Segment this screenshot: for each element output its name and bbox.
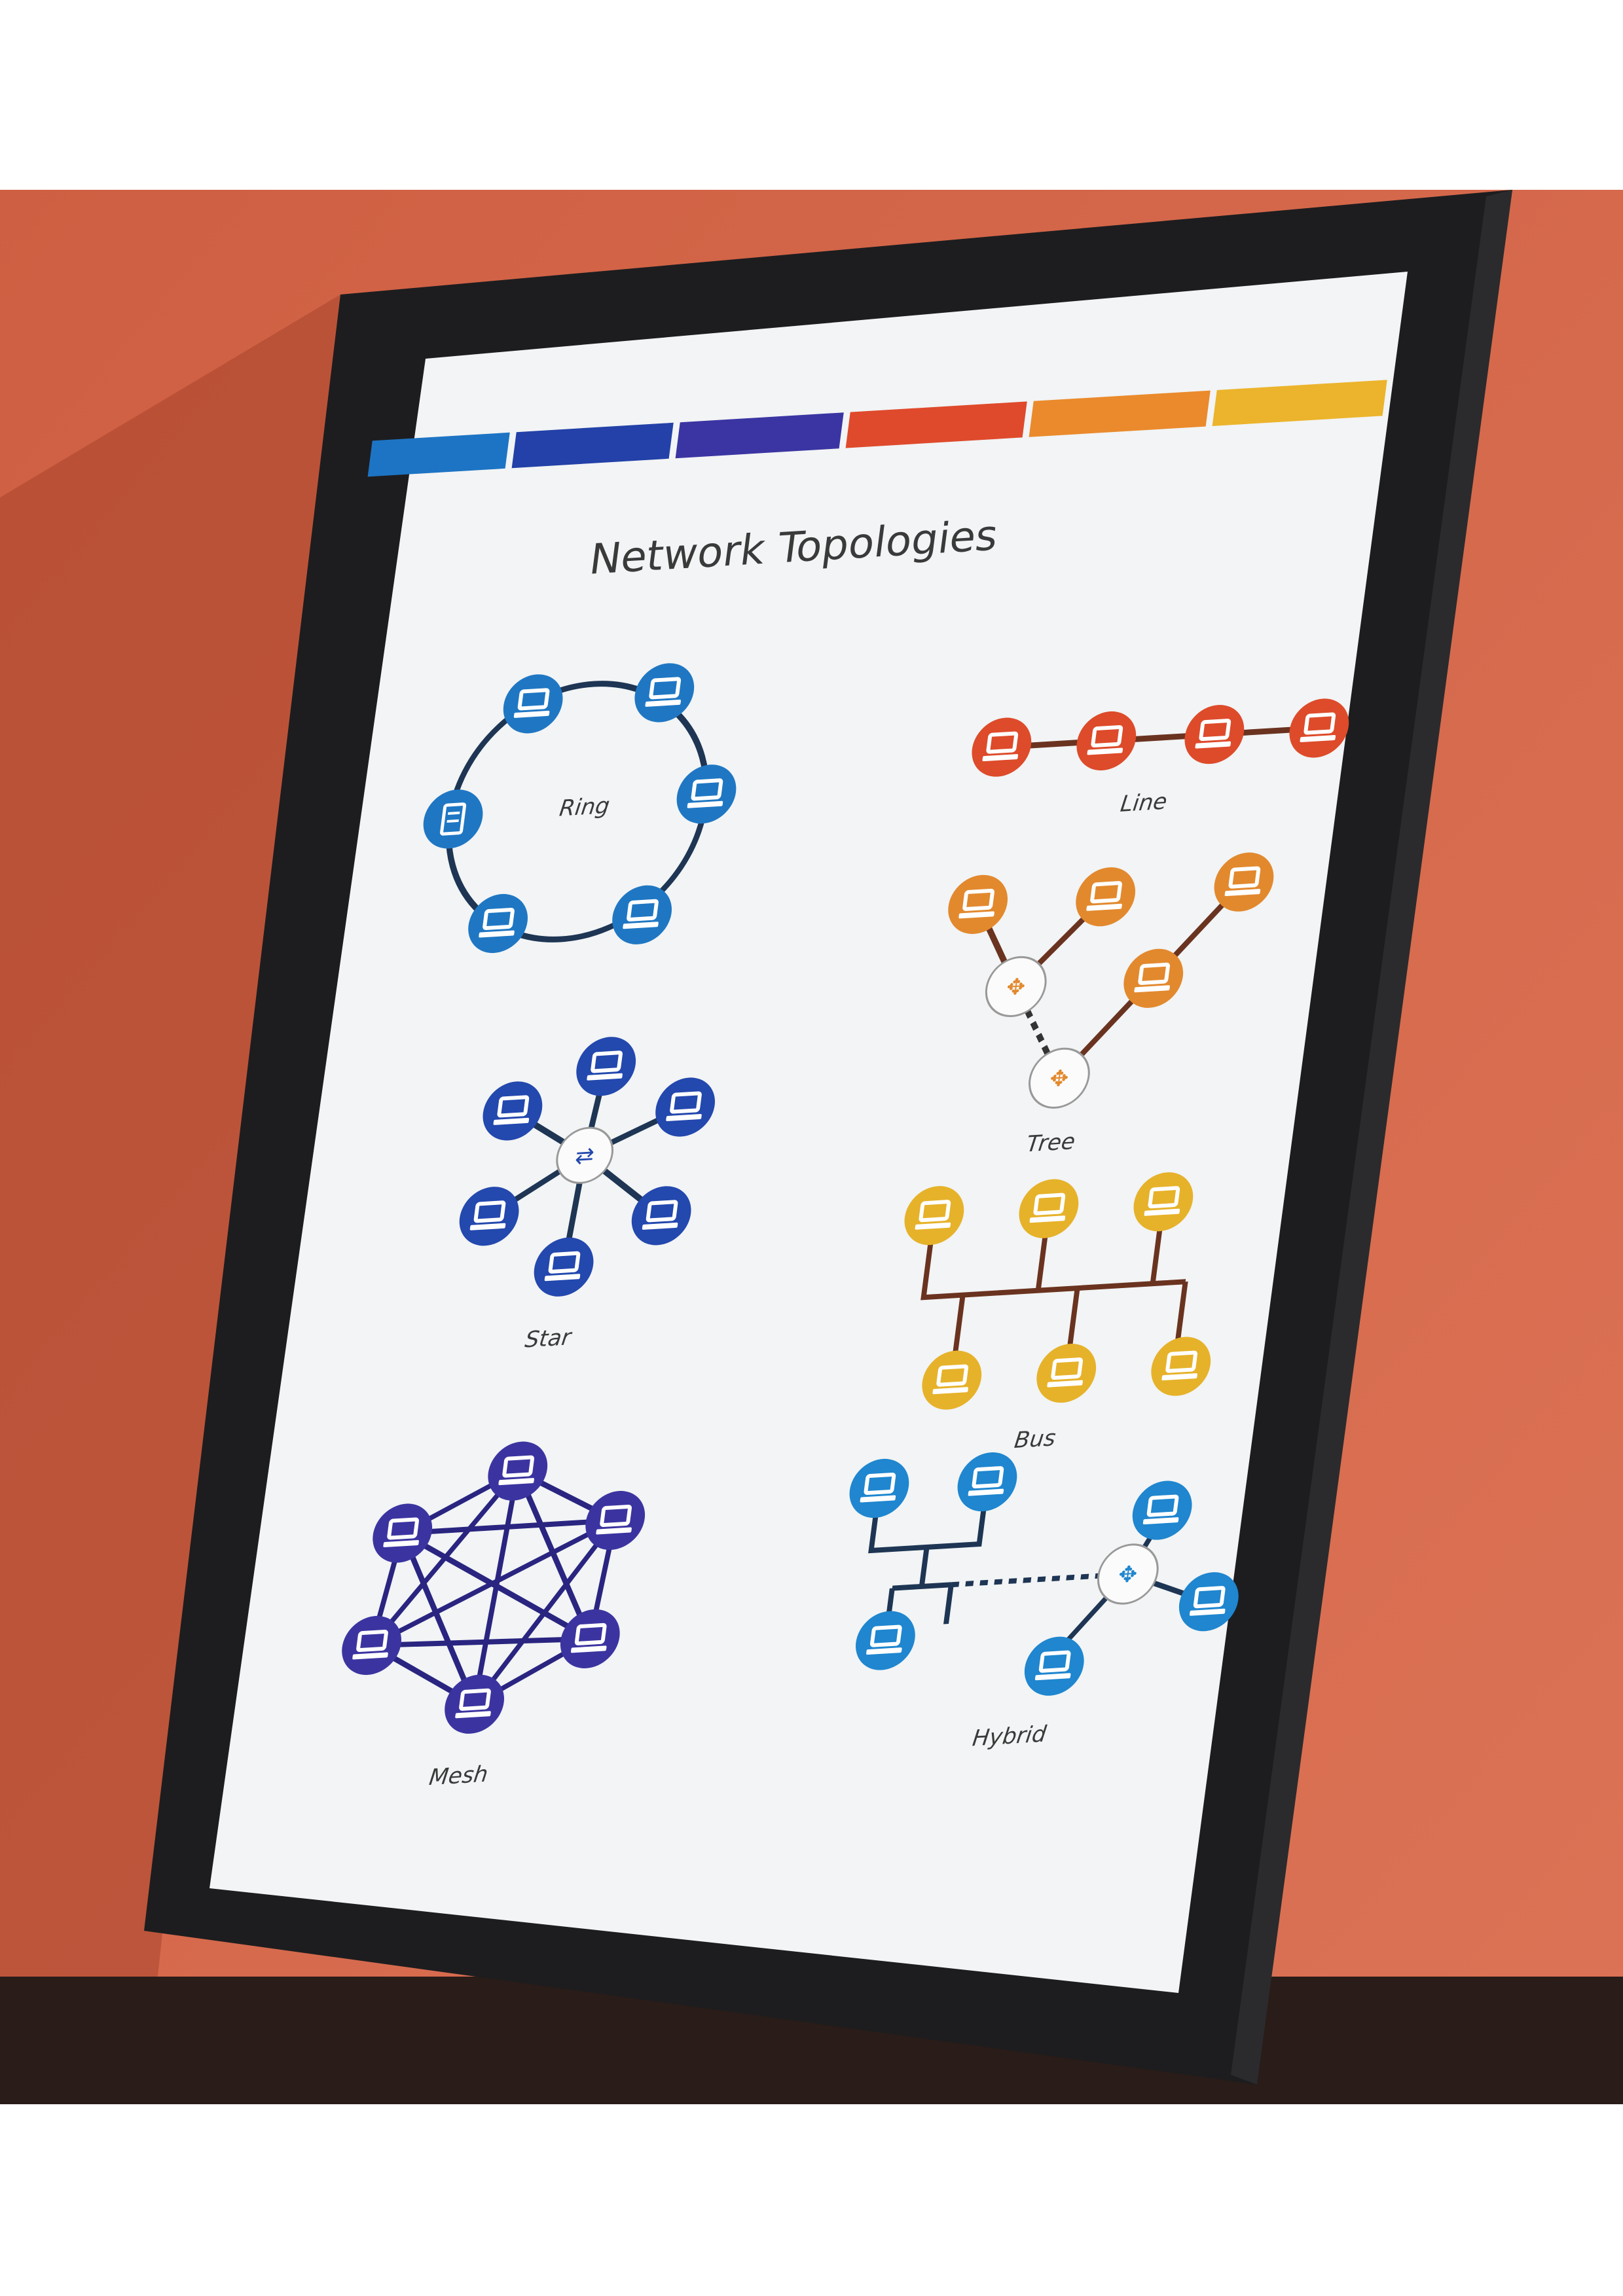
bus-label: Bus bbox=[1013, 1425, 1057, 1454]
ring-label: Ring bbox=[558, 793, 611, 821]
switch-arrows-glyph: ⇄ bbox=[574, 1143, 596, 1170]
switch-arrows-icon bbox=[985, 956, 1047, 1017]
frame-edge-highlight bbox=[1231, 190, 1512, 2085]
stripe-4 bbox=[845, 401, 1027, 448]
line-cable bbox=[1001, 725, 1320, 751]
frame-shadow bbox=[0, 295, 340, 2094]
switch-arrows-icon bbox=[1097, 1543, 1159, 1605]
tree-label: Tree bbox=[1025, 1128, 1076, 1157]
stripe-6 bbox=[1212, 380, 1387, 426]
switch-arrows-icon bbox=[556, 1126, 614, 1184]
star-label: Star bbox=[523, 1324, 574, 1353]
mesh-label: Mesh bbox=[428, 1761, 490, 1791]
switch-arrows-glyph: ✥ bbox=[1117, 1561, 1139, 1588]
stripe-3 bbox=[675, 412, 844, 459]
line-topology: Line bbox=[972, 698, 1349, 817]
hybrid-topology: ✥ Hybrid bbox=[849, 1452, 1239, 1752]
mesh-topology: Mesh bbox=[342, 1441, 646, 1791]
ring-topology: Ring bbox=[423, 663, 737, 954]
ring-server-node bbox=[423, 789, 483, 849]
bus-topology: Bus bbox=[904, 1172, 1211, 1454]
tree-topology: ✥ ✥ Tree bbox=[948, 852, 1274, 1157]
switch-arrows-glyph: ✥ bbox=[1048, 1066, 1070, 1093]
stripe-5 bbox=[1029, 390, 1211, 437]
switch-arrows-glyph: ✥ bbox=[1005, 974, 1027, 1001]
hybrid-label: Hybrid bbox=[971, 1721, 1048, 1752]
stripe-1 bbox=[367, 432, 510, 477]
line-label: Line bbox=[1119, 789, 1169, 817]
color-stripe bbox=[367, 380, 1387, 477]
stripe-2 bbox=[511, 422, 674, 469]
switch-arrows-icon bbox=[1029, 1047, 1090, 1109]
server-icon bbox=[440, 802, 467, 836]
star-topology: ⇄ Star bbox=[459, 1037, 715, 1353]
